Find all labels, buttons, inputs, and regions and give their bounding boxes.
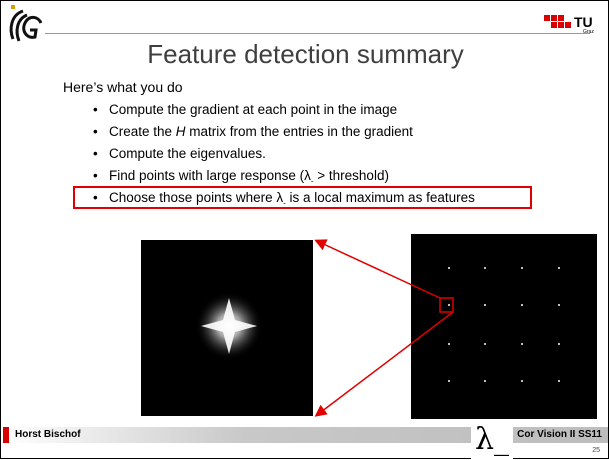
maxima-dot	[448, 304, 450, 306]
maxima-dot	[484, 304, 486, 306]
maxima-dot	[484, 343, 486, 345]
footer-course: Cor Vision II SS11	[517, 429, 602, 440]
maxima-dot	[558, 267, 560, 269]
local-maxima-image	[411, 234, 597, 419]
maxima-dot	[558, 380, 560, 382]
bullet-item: Create the H matrix from the entries in …	[93, 121, 475, 143]
bullet-list: Compute the gradient at each point in th…	[93, 99, 475, 209]
intro-text: Here’s what you do	[63, 79, 183, 95]
maxima-dot	[448, 380, 450, 382]
maxima-dot	[448, 343, 450, 345]
bullet-item: Compute the gradient at each point in th…	[93, 99, 475, 121]
matrix-symbol: H	[175, 124, 186, 139]
footer-author: Horst Bischof	[15, 429, 81, 440]
tu-logo-subtext: Graz	[583, 29, 594, 35]
header-rule	[45, 33, 590, 34]
maxima-dot	[484, 380, 486, 382]
tu-graz-logo-icon: TU Graz	[544, 14, 594, 35]
maxima-dot	[521, 343, 523, 345]
bullet-item: Find points with large response (λ- > th…	[93, 165, 475, 187]
footer-accent	[3, 427, 9, 443]
maxima-dot	[521, 380, 523, 382]
highlight-box	[73, 186, 532, 209]
page-number: 25	[592, 447, 600, 454]
tu-logo-text: TU	[574, 14, 593, 30]
maxima-dot	[521, 267, 523, 269]
slide-title: Feature detection summary	[147, 39, 464, 69]
maxima-dot	[558, 343, 560, 345]
lambda-symbol: λ_	[471, 421, 513, 459]
maxima-dot	[484, 267, 486, 269]
lambda-minus-image	[141, 240, 313, 416]
footer-bar	[3, 427, 608, 443]
maxima-dot	[558, 304, 560, 306]
icg-logo-icon	[9, 5, 43, 42]
bullet-item: Choose those points where λ- is a local …	[93, 187, 475, 209]
maxima-dot	[521, 304, 523, 306]
bullet-item: Compute the eigenvalues.	[93, 143, 475, 165]
maxima-dot	[448, 267, 450, 269]
